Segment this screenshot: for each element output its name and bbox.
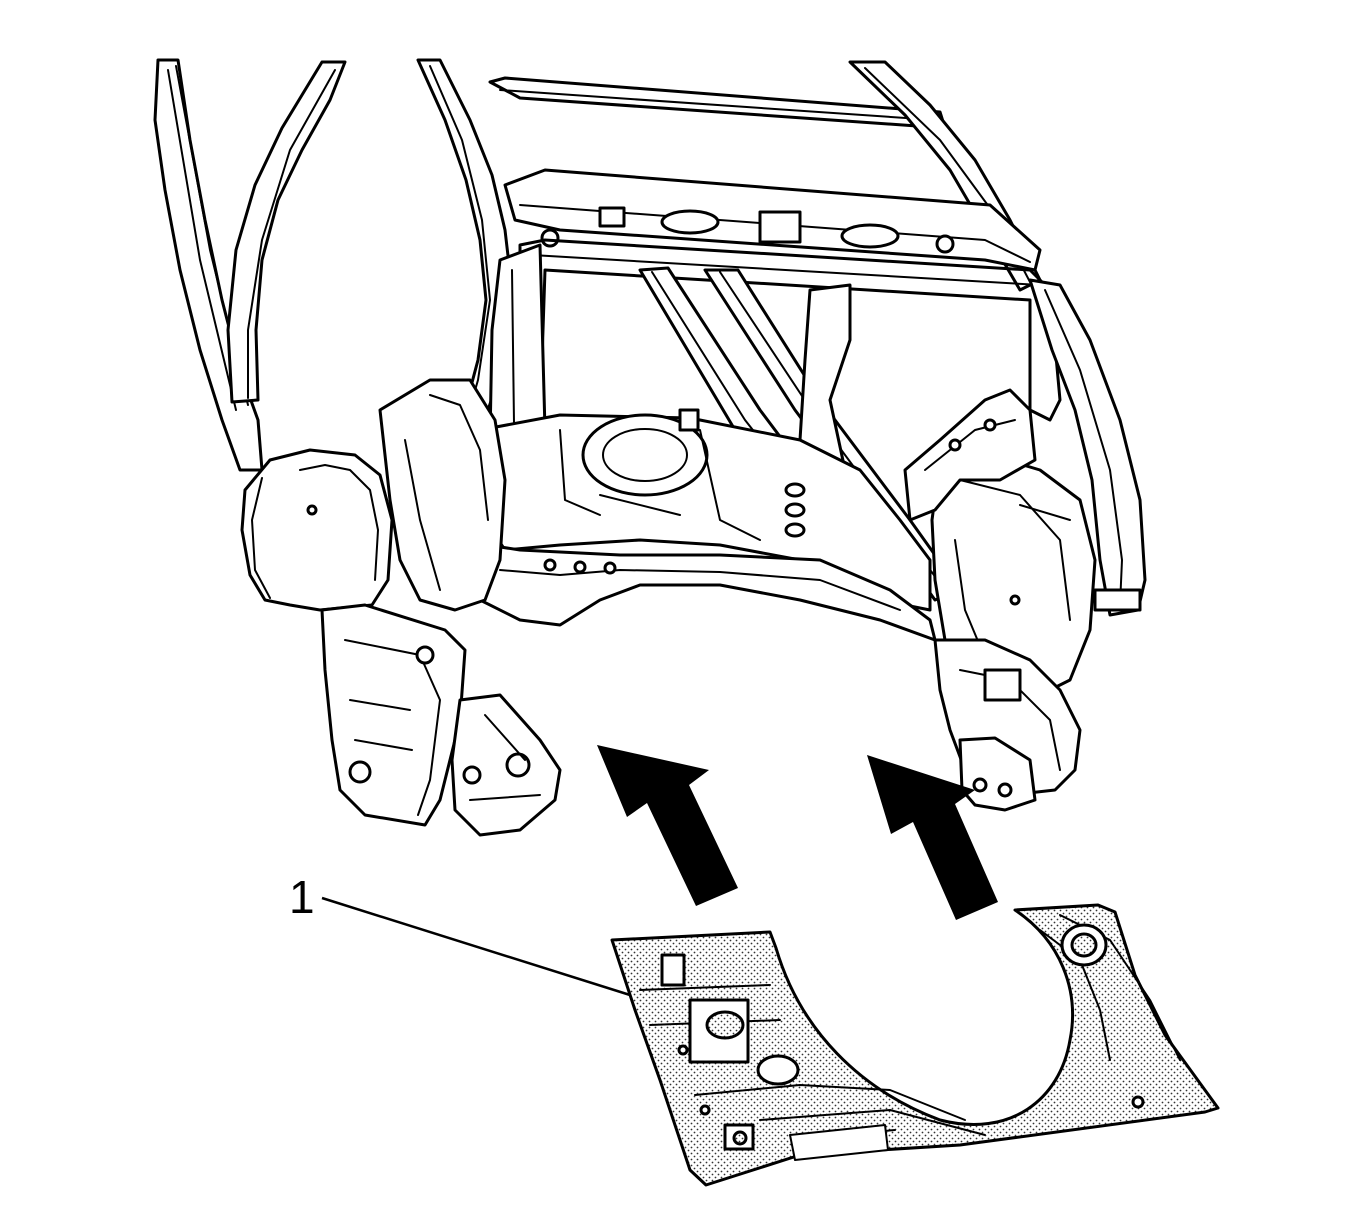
assembly-direction-arrows <box>597 745 998 920</box>
panel-boss <box>756 1054 800 1086</box>
installation-arrow-right <box>867 755 998 920</box>
floor-panel-outline <box>610 903 1220 1187</box>
vehicle-rear-body-structure <box>153 58 1147 837</box>
installation-arrow-left <box>597 745 738 906</box>
callout-1: 1 <box>289 871 631 997</box>
left-quarter-inner <box>378 378 507 612</box>
left-c-pillar <box>226 60 347 404</box>
left-rear-rail-extension <box>320 603 467 827</box>
left-wheelhouse <box>240 448 394 612</box>
callout-label: 1 <box>289 871 315 923</box>
callout-leader-line <box>321 896 631 997</box>
rear-floor-panel-part <box>610 903 1220 1187</box>
